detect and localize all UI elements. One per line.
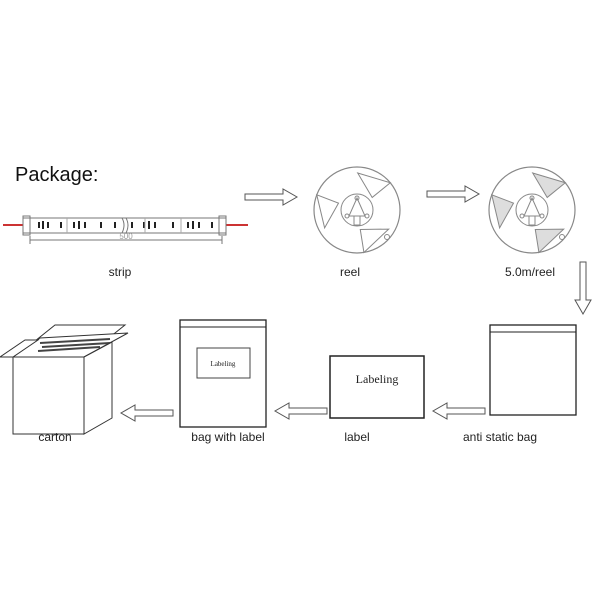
led-strip: 500 — [3, 215, 248, 244]
carton-box — [0, 324, 129, 435]
arrow-down-icon — [574, 261, 592, 315]
arrow-left-icon — [432, 402, 486, 420]
empty-reel — [313, 166, 401, 254]
arrow-left-icon — [274, 402, 328, 420]
label-card-text: Labeling — [356, 372, 399, 386]
arrow-left-icon — [120, 404, 174, 422]
page-title: Package: — [15, 164, 99, 186]
bag-with-label: Labeling — [179, 319, 267, 428]
step-label-anti-static-bag: anti static bag — [462, 430, 538, 444]
step-label-bag-with-label: bag with label — [191, 430, 265, 444]
strip-dimension: 500 — [119, 232, 133, 241]
step-label-reel: reel — [339, 265, 361, 279]
anti-static-bag — [489, 324, 577, 416]
label-card: Labeling — [329, 355, 425, 419]
full-reel — [488, 166, 576, 254]
bag-label-text: Labeling — [211, 360, 236, 368]
step-label-strip: strip — [108, 265, 132, 279]
step-label-full-reel: 5.0m/reel — [504, 265, 556, 279]
arrow-right-icon — [244, 188, 298, 206]
step-label-carton: carton — [38, 430, 72, 444]
step-label-label: label — [344, 430, 370, 444]
arrow-right-icon — [426, 185, 480, 203]
